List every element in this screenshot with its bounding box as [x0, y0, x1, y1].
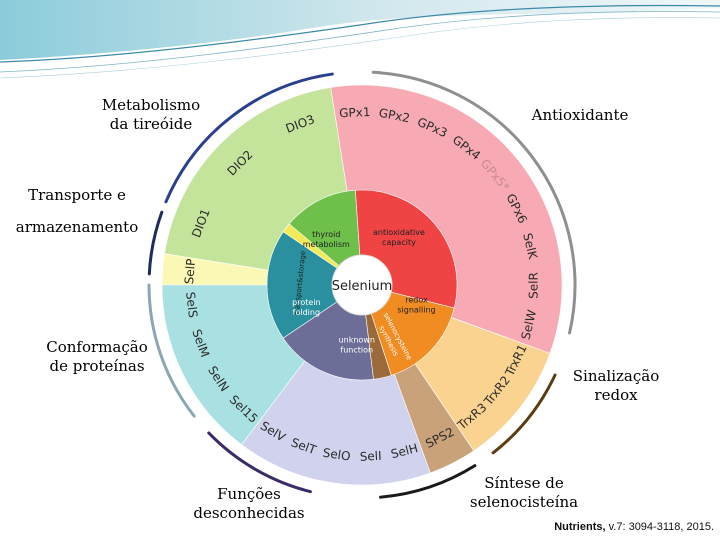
category-antioxidant: Antioxidante [520, 106, 640, 125]
core-label-line: metabolism [303, 240, 350, 249]
category-synthesis-line-2: selenocisteína [469, 493, 579, 511]
core-protein [266, 231, 363, 339]
selenium-center [331, 254, 393, 316]
arc-thyroid [164, 72, 334, 204]
core-label-line: redox [405, 295, 428, 304]
core-label-line: capacity [382, 238, 416, 247]
arc-protein [147, 283, 196, 418]
core-label-line: antioxidative [373, 228, 425, 237]
category-protein-line-2: de proteínas [49, 357, 145, 375]
header-swoosh-decoration [0, 0, 720, 79]
core-label-line: signalling [397, 305, 435, 314]
core-label-line: unknown [339, 335, 375, 344]
citation-journal: Nutrients, [554, 521, 606, 533]
category-thyroid-line-1: Metabolismo [101, 96, 201, 114]
category-redox: Sinalização redox [566, 367, 666, 405]
protein-label: SelR [526, 272, 540, 299]
category-protein-line-1: Conformação [46, 338, 148, 356]
protein-label: SelO [322, 446, 352, 464]
arc-synthesis [379, 464, 477, 499]
category-protein: Conformação de proteínas [38, 338, 156, 376]
arc-unknown [207, 431, 312, 494]
protein-label: GPx2 [378, 106, 411, 126]
core-label-line: thyroid [312, 230, 340, 239]
protein-label: SelP [182, 258, 198, 285]
arc-transport [147, 210, 164, 276]
category-redox-line-1: Sinalização [572, 367, 660, 385]
core-redox [361, 284, 455, 376]
category-synthesis-line-1: Síntese de [484, 474, 564, 492]
category-unknown: Funções desconhecidas [184, 485, 314, 523]
category-synthesis: Síntese de selenocisteína [454, 474, 594, 512]
category-thyroid-line-2: da tireóide [109, 115, 193, 133]
arc-redox [491, 373, 557, 455]
core-label-line: folding [293, 308, 320, 317]
category-transport: Transporte e armazenamento [4, 186, 150, 237]
category-redox-line-2: redox [594, 386, 638, 404]
protein-label: SelS [183, 291, 200, 318]
category-unknown-line-1: Funções [217, 485, 281, 503]
wedge-unknown [241, 284, 431, 486]
core-label-line: function [340, 345, 373, 354]
protein-label: SelI [359, 449, 382, 464]
category-transport-line-1: Transporte e [28, 186, 126, 204]
protein-label: SelH [389, 441, 419, 461]
protein-label: SelK [520, 232, 540, 262]
category-unknown-line-2: desconhecidas [193, 504, 305, 522]
category-arcs [147, 70, 577, 499]
protein-label: GPx1 [339, 105, 371, 120]
protein-label: SelW [519, 308, 540, 341]
citation-details: v.7: 3094-3118, 2015. [605, 521, 714, 533]
category-thyroid: Metabolismo da tireóide [92, 96, 210, 134]
arc-antioxidant [371, 70, 577, 335]
citation: Nutrients, v.7: 3094-3118, 2015. [554, 521, 714, 533]
category-transport-line-2: armazenamento [15, 218, 139, 236]
center-label: Selenium [332, 279, 393, 294]
core-label-line: protein [292, 298, 320, 307]
category-antioxidant-line-1: Antioxidante [531, 106, 629, 124]
